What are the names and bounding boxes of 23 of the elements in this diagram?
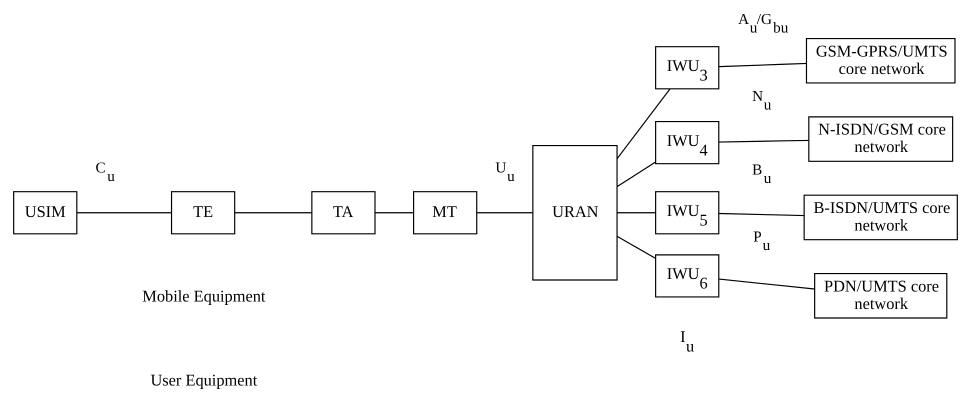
connector xyxy=(616,212,655,214)
node-box: N-ISDN/GSM core network xyxy=(808,116,953,162)
node-box: TA xyxy=(310,191,376,234)
node-box: GSM-GPRS/UMTS core network xyxy=(805,38,956,84)
connector xyxy=(718,278,814,290)
connector xyxy=(234,212,312,214)
connector xyxy=(718,140,808,143)
node-box: URAN xyxy=(532,144,618,281)
connector xyxy=(616,162,656,188)
node-box: PDN/UMTS core network xyxy=(814,272,947,319)
connector xyxy=(718,62,806,68)
connector xyxy=(616,88,670,160)
label: User Equipment xyxy=(150,370,257,390)
connector xyxy=(76,212,171,214)
node-box: B-ISDN/UMTS core network xyxy=(803,194,958,240)
label: Mobile Equipment xyxy=(142,286,265,306)
connector xyxy=(476,212,532,214)
connector xyxy=(375,212,413,214)
node-box: TE xyxy=(170,191,235,234)
node-box: USIM xyxy=(12,191,77,234)
connector xyxy=(718,212,804,216)
connector xyxy=(616,236,656,259)
node-box: MT xyxy=(412,191,477,234)
